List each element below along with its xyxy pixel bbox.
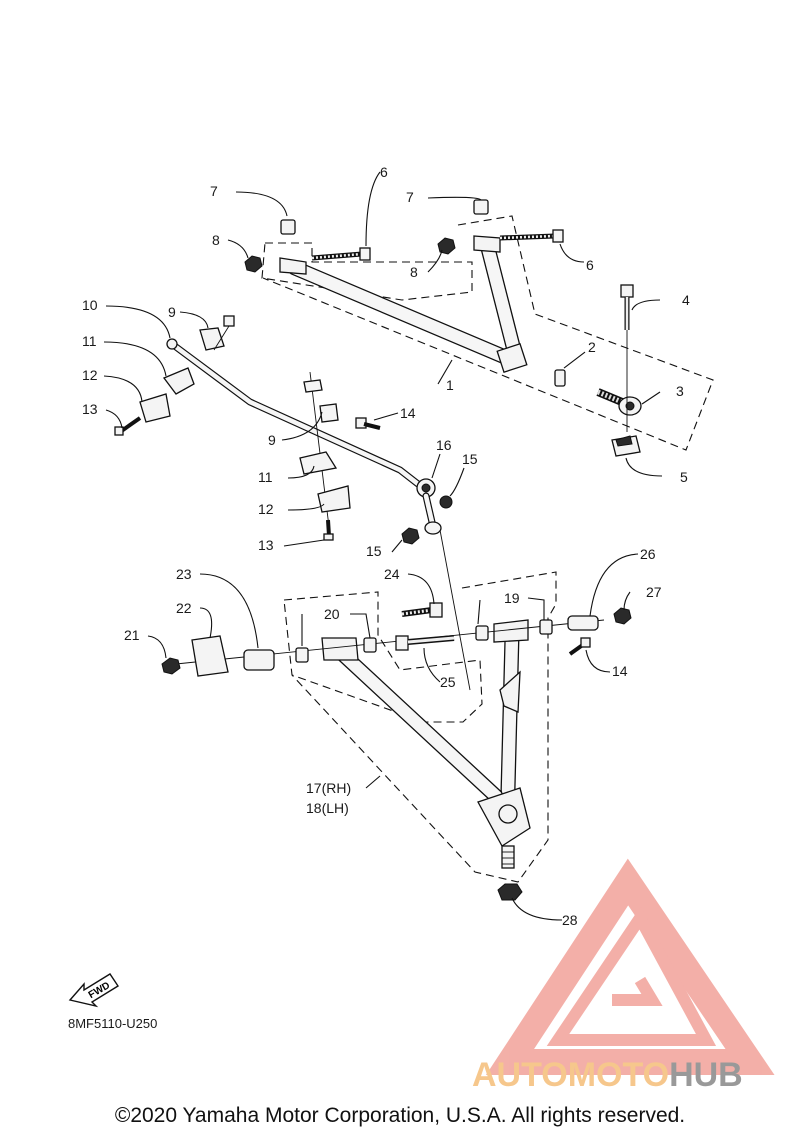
callout-14-lower: 14 [612, 663, 628, 679]
holder-11-left [162, 367, 195, 395]
callout-5: 5 [680, 469, 688, 485]
group-outlines [261, 215, 714, 883]
callout-3: 3 [676, 383, 684, 399]
clamp-9-left [199, 315, 235, 351]
watermark-text: AUTOMOTOHUB [472, 1056, 743, 1094]
watermark-logo [485, 858, 775, 1075]
callout-25: 25 [440, 674, 456, 690]
rod-end-3 [596, 388, 642, 416]
watermark-part2: HUB [669, 1056, 743, 1094]
bolt-6-right [499, 229, 564, 243]
callout-4: 4 [682, 292, 690, 308]
nut-8-right [437, 237, 456, 255]
bolt-4 [620, 284, 634, 330]
collar-26 [567, 615, 599, 631]
copyright-text: ©2020 Yamaha Motor Corporation, U.S.A. A… [114, 1104, 686, 1127]
watermark-part1: AUTOMOTO [472, 1056, 669, 1094]
callout-17: 17(RH) [306, 780, 351, 796]
callout-7-right: 7 [406, 189, 414, 205]
callout-20: 20 [324, 606, 340, 622]
doc-code: 8MF5110-U250 [68, 1016, 158, 1031]
bracket-12-center [317, 485, 351, 513]
callout-12-left: 12 [82, 367, 98, 383]
callout-15-upper: 15 [462, 451, 478, 467]
callout-2: 2 [588, 339, 596, 355]
callout-28: 28 [562, 912, 578, 928]
bolt-14-lower [568, 637, 591, 656]
bolt-13-center [323, 519, 334, 541]
callout-21: 21 [124, 627, 140, 643]
lower-a-arm [321, 619, 531, 869]
nut-8-left [244, 255, 263, 273]
callout-24: 24 [384, 566, 400, 582]
collar-23 [243, 649, 275, 671]
bolt-6-left [311, 247, 371, 261]
bracket-5 [611, 435, 641, 457]
bushing-20-b [363, 637, 377, 653]
callout-13-left: 13 [82, 401, 98, 417]
callout-16: 16 [436, 437, 452, 453]
holder-11-center [299, 451, 338, 475]
bolt-14-upper [355, 417, 381, 430]
nut-21 [161, 657, 181, 675]
nut-28 [497, 883, 523, 901]
stabilizer-bar [166, 338, 422, 488]
bushing-20-a [295, 647, 309, 663]
upper-a-arm [279, 235, 528, 373]
bushing-19-a [475, 625, 489, 641]
callout-9-left: 9 [168, 304, 176, 320]
bolt-25 [395, 635, 455, 651]
stabilizer-link [401, 478, 453, 545]
callout-22: 22 [176, 600, 192, 616]
callout-6-left: 6 [380, 164, 388, 180]
callout-26: 26 [640, 546, 656, 562]
callout-15-lower: 15 [366, 543, 382, 559]
bushing-7-left [280, 219, 296, 235]
callout-8-right: 8 [410, 264, 418, 280]
callout-8-left: 8 [212, 232, 220, 248]
bolt-13-left [114, 416, 142, 436]
bushing-7-right [473, 199, 489, 215]
callout-11-center: 11 [258, 469, 273, 485]
callout-18: 18(LH) [306, 800, 349, 816]
callout-7-left: 7 [210, 183, 218, 199]
pin-2 [554, 369, 566, 387]
bracket-22 [191, 635, 229, 677]
nut-27 [613, 607, 632, 625]
callout-6-right: 6 [586, 257, 594, 273]
callout-10: 10 [82, 297, 98, 313]
bolt-24 [401, 602, 443, 618]
callout-1: 1 [446, 377, 454, 393]
callout-12-center: 12 [258, 501, 274, 517]
callout-11-left: 11 [82, 333, 97, 349]
callout-14-upper: 14 [400, 405, 416, 421]
callout-19: 19 [504, 590, 520, 606]
callout-23: 23 [176, 566, 192, 582]
callout-13-center: 13 [258, 537, 274, 553]
fwd-arrow-icon: FWD [68, 973, 119, 1008]
leader-lines [103, 171, 663, 921]
callout-labels: 1 2 3 4 5 6 6 7 7 8 8 9 9 10 11 11 12 12… [82, 164, 690, 928]
bracket-12-left [139, 393, 171, 423]
clamp-9-center [303, 379, 339, 423]
bushing-19-b [539, 619, 553, 635]
callout-9-center: 9 [268, 432, 276, 448]
callout-27: 27 [646, 584, 662, 600]
